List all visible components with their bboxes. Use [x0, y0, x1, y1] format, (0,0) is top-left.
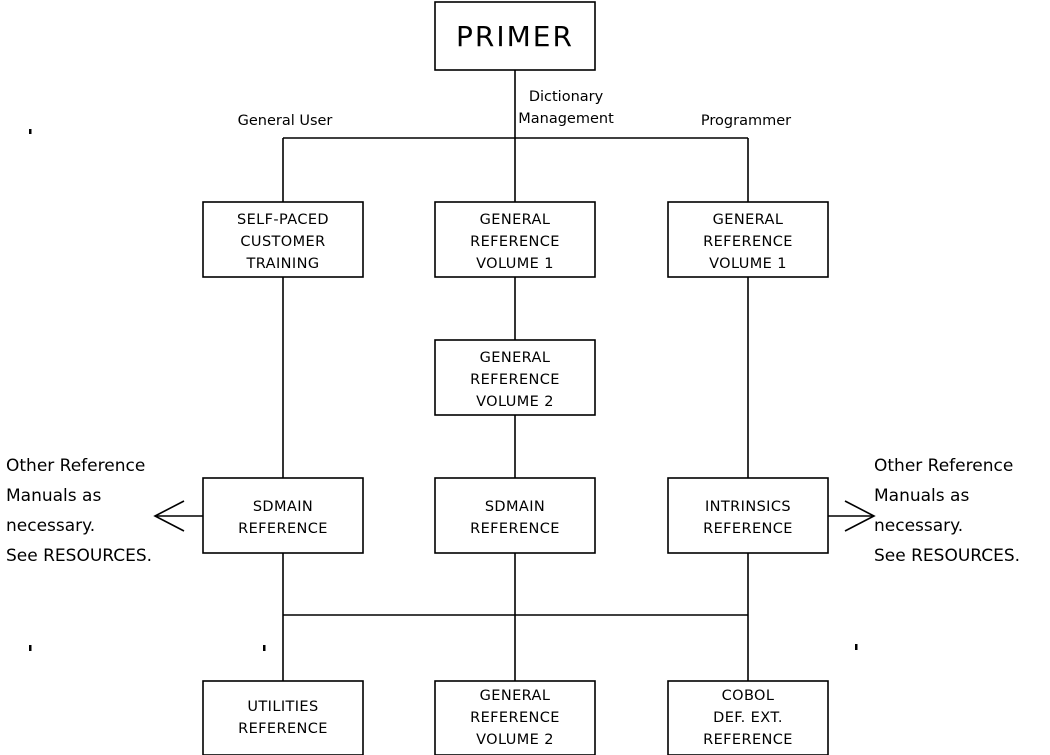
node-utilities-reference-box[interactable] [202, 680, 364, 755]
node-general-reference-volume-1-middle-line2: REFERENCE [470, 234, 560, 250]
speck-artifact [29, 645, 32, 651]
node-cobol-def-ext-reference-box[interactable] [667, 680, 829, 755]
node-self-paced-customer-training-line3: TRAINING [246, 256, 320, 272]
right-annotation-line3: necessary. [874, 516, 963, 536]
node-general-reference-volume-1-right[interactable]: GENERAL REFERENCE VOLUME 1 [667, 201, 829, 278]
speck-artifact [855, 644, 858, 650]
left-annotation-line1: Other Reference [6, 456, 145, 476]
branch-label-group: General User Dictionary Management Progr… [238, 89, 792, 129]
annotation-arrow-group [153, 500, 876, 532]
speck-artifact [263, 645, 266, 651]
node-self-paced-customer-training-line2: CUSTOMER [240, 234, 325, 250]
node-self-paced-customer-training[interactable]: SELF-PACED CUSTOMER TRAINING [202, 201, 364, 278]
node-primer-box[interactable] [434, 1, 596, 71]
node-general-reference-volume-1-right-line3: VOLUME 1 [709, 256, 787, 272]
node-sdmain-reference-left-line2: REFERENCE [238, 521, 328, 537]
left-annotation-arrow-head [153, 500, 185, 532]
right-annotation-line2: Manuals as [874, 486, 969, 506]
node-general-reference-volume-2-middle[interactable]: GENERAL REFERENCE VOLUME 2 [434, 339, 596, 416]
node-self-paced-customer-training-line1: SELF-PACED [237, 212, 329, 228]
right-annotation-line1: Other Reference [874, 456, 1013, 476]
node-general-reference-volume-2-middle-line2: REFERENCE [470, 372, 560, 388]
node-general-reference-volume-2-middle-line3: VOLUME 2 [476, 394, 554, 410]
node-sdmain-reference-middle-line1: SDMAIN [485, 499, 545, 515]
node-intrinsics-reference-box[interactable] [667, 477, 829, 554]
node-sdmain-reference-middle-line2: REFERENCE [470, 521, 560, 537]
node-general-reference-volume-2-bottom-line1: GENERAL [480, 688, 551, 704]
node-sdmain-reference-left-line1: SDMAIN [253, 499, 313, 515]
node-cobol-def-ext-reference-line2: DEF. EXT. [713, 710, 783, 726]
node-primer-label: PRIMER [456, 20, 574, 53]
node-self-paced-customer-training-box[interactable] [202, 201, 364, 278]
node-utilities-reference-line2: REFERENCE [238, 721, 328, 737]
node-intrinsics-reference-line1: INTRINSICS [705, 499, 791, 515]
speck-artifact [29, 129, 32, 134]
left-annotation-line2: Manuals as [6, 486, 101, 506]
node-sdmain-reference-left-box[interactable] [202, 477, 364, 554]
node-sdmain-reference-middle-box[interactable] [434, 477, 596, 554]
branch-label-dictionary-management-line1: Dictionary [529, 89, 604, 105]
node-general-reference-volume-1-right-line1: GENERAL [713, 212, 784, 228]
node-general-reference-volume-2-middle-line1: GENERAL [480, 350, 551, 366]
scan-speckle-group [29, 129, 858, 651]
node-primer[interactable]: PRIMER [434, 1, 596, 71]
left-annotation-line4: See RESOURCES. [6, 546, 152, 566]
node-utilities-reference-line1: UTILITIES [247, 699, 318, 715]
node-general-reference-volume-1-right-line2: REFERENCE [703, 234, 793, 250]
right-annotation-arrow-head [844, 500, 876, 532]
node-general-reference-volume-2-bottom-line3: VOLUME 2 [476, 732, 554, 748]
node-intrinsics-reference[interactable]: INTRINSICS REFERENCE [667, 477, 829, 554]
right-annotation-line4: See RESOURCES. [874, 546, 1020, 566]
left-annotation-line3: necessary. [6, 516, 95, 536]
node-general-reference-volume-1-middle-line1: GENERAL [480, 212, 551, 228]
branch-label-programmer: Programmer [701, 113, 791, 129]
node-cobol-def-ext-reference-line3: REFERENCE [703, 732, 793, 748]
left-annotation: Other Reference Manuals as necessary. Se… [6, 456, 152, 566]
node-sdmain-reference-middle[interactable]: SDMAIN REFERENCE [434, 477, 596, 554]
edge-group [282, 70, 749, 681]
node-general-reference-volume-1-middle-box[interactable] [434, 201, 596, 278]
node-cobol-def-ext-reference-line1: COBOL [722, 688, 775, 704]
node-cobol-def-ext-reference[interactable]: COBOL DEF. EXT. REFERENCE [667, 680, 829, 755]
node-general-reference-volume-2-bottom-box[interactable] [434, 680, 596, 755]
node-general-reference-volume-2-bottom[interactable]: GENERAL REFERENCE VOLUME 2 [434, 680, 596, 755]
branch-label-dictionary-management-line2: Management [518, 111, 614, 127]
node-general-reference-volume-1-middle-line3: VOLUME 1 [476, 256, 554, 272]
node-general-reference-volume-2-middle-box[interactable] [434, 339, 596, 416]
node-utilities-reference[interactable]: UTILITIES REFERENCE [202, 680, 364, 755]
right-annotation: Other Reference Manuals as necessary. Se… [874, 456, 1020, 566]
node-general-reference-volume-1-right-box[interactable] [667, 201, 829, 278]
node-general-reference-volume-2-bottom-line2: REFERENCE [470, 710, 560, 726]
node-sdmain-reference-left[interactable]: SDMAIN REFERENCE [202, 477, 364, 554]
node-intrinsics-reference-line2: REFERENCE [703, 521, 793, 537]
branch-label-general-user: General User [238, 113, 333, 129]
node-general-reference-volume-1-middle[interactable]: GENERAL REFERENCE VOLUME 1 [434, 201, 596, 278]
